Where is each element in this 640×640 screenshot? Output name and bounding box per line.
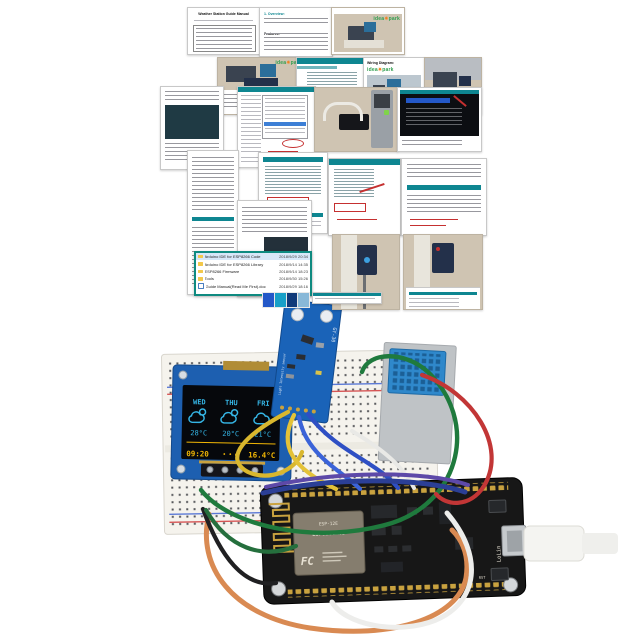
nodemcu-esp8266-board: ESP-12E ESP8266MOD FC LoLin RST <box>259 477 528 605</box>
folder-icon <box>198 277 203 281</box>
file-row: ESP8266 Firmware 2018/9/14 18:23 <box>196 268 310 275</box>
jumper-wire-darkblue-top <box>260 478 468 496</box>
file-date: 2018/9/14 14:35 <box>279 261 308 267</box>
jumper-wire-orange <box>203 511 470 634</box>
wiring-heading: Wiring Diagram: <box>367 61 394 65</box>
file-row: Guide Manual(Read Me First).doc 2018/9/2… <box>196 283 310 290</box>
oled-top-connector <box>223 360 270 371</box>
sensor-in-photo <box>357 245 377 275</box>
result-photo-2 <box>403 234 483 310</box>
oled-temperature: 16.4°C <box>248 450 275 460</box>
red-annotation-arrow <box>453 95 467 107</box>
doc-page-left <box>160 86 224 170</box>
thumbnail-strip <box>262 292 310 308</box>
mounting-hole <box>503 577 519 593</box>
flash-button <box>488 499 507 513</box>
folder-icon <box>198 269 203 274</box>
assembly-photo-page: idea✷park <box>331 7 405 55</box>
file-name: Tools <box>204 276 214 282</box>
red-annotation-ellipse <box>282 139 304 148</box>
file-name: Arduino IDE for ESP8266 Code <box>204 254 261 260</box>
file-date: 2018/9/30 15:26 <box>279 276 308 282</box>
file-row: Tools 2018/9/30 15:26 <box>196 275 310 282</box>
spark-icon: ✷ <box>377 67 383 73</box>
file-date: 2018/9/29 20:34 <box>279 254 308 260</box>
oled-day-wed: WED <box>193 398 206 406</box>
oled-time: 09:20 <box>186 449 209 458</box>
file-explorer-list: Arduino IDE for ESP8266 Code 2018/9/29 2… <box>194 251 312 296</box>
file-date: 2018/9/29 18:16 <box>279 283 308 289</box>
ideaspark-logo: idea✷park <box>367 67 394 73</box>
fcc-logo: FC <box>300 555 314 568</box>
smd-component <box>370 504 398 519</box>
jumper-wire-white-loop <box>329 510 474 630</box>
oled-pin-connector <box>200 463 264 478</box>
file-row: Arduino IDE for ESP8266 Code 2018/9/29 2… <box>196 253 310 261</box>
folder-icon <box>198 254 203 259</box>
jumper-wire-black <box>200 506 279 586</box>
result-photo-1 <box>332 234 400 310</box>
oled-page-dots: • • o <box>223 452 238 458</box>
dht-sensor-module <box>377 341 457 465</box>
file-name: Arduino IDE for ESP8266 Library <box>204 261 264 267</box>
spark-icon: ✷ <box>286 60 291 66</box>
flasher-tool-screenshot <box>397 87 482 152</box>
jumper-wire-yellow-loop <box>235 409 305 478</box>
ideaspark-logo: idea✷park <box>373 16 400 22</box>
manual-collage: Weather Station Guide Manual 1. Overview… <box>0 0 640 312</box>
jumper-wires <box>198 354 494 634</box>
manual-title: Weather Station Guide Manual <box>198 12 249 16</box>
oled-temp-wed: 28°C <box>190 429 207 437</box>
oled-module: WED THU FRI 28°C 20°C 21°C 09:20 • • o 1… <box>170 360 294 482</box>
manual-cover-page: Weather Station Guide Manual <box>187 7 260 55</box>
oled-temp-thu: 20°C <box>222 430 239 438</box>
ide-screenshot-4 <box>401 158 487 236</box>
pin-header-top <box>284 481 509 498</box>
power-bank <box>371 90 393 148</box>
ide-screenshot-3 <box>328 158 401 236</box>
file-name: ESP8266 Firmware <box>204 268 240 274</box>
overview-heading: 1. Overview: <box>264 12 285 16</box>
highlighted-menu-item <box>264 122 306 126</box>
mounting-hole <box>319 309 333 323</box>
usb-cable-in-photo <box>323 102 363 121</box>
gy30-light-sensor-module: GY-30 Light Intensity sensor <box>270 298 343 424</box>
screenshot-strip <box>312 292 382 304</box>
mounting-hole <box>178 370 188 380</box>
reset-button <box>490 567 509 581</box>
oled-day-fri: FRI <box>257 400 270 408</box>
mounting-hole <box>176 464 186 474</box>
esp12e-label: ESP-12E <box>319 521 338 528</box>
gy30-side-label: Light Intensity sensor <box>278 353 287 395</box>
folder-icon <box>198 262 203 266</box>
esp12-shield <box>292 510 366 576</box>
oled-temp-fri: 21°C <box>254 431 271 439</box>
gy30-label: GY-30 <box>329 327 337 343</box>
spark-icon: ✷ <box>384 16 389 22</box>
file-name: Guide Manual(Read Me First).doc <box>205 283 266 289</box>
usb-cable <box>523 525 618 562</box>
file-date: 2018/9/14 18:23 <box>279 268 308 274</box>
smd-led <box>315 370 322 376</box>
file-row: Arduino IDE for ESP8266 Library 2018/9/1… <box>196 260 310 267</box>
oled-day-thu: THU <box>225 399 238 407</box>
mounting-hole <box>271 581 287 597</box>
mounting-hole <box>268 493 284 509</box>
doc-file-icon <box>198 283 204 290</box>
rst-label: RST <box>479 576 486 580</box>
pin-header-bottom <box>287 581 512 598</box>
jumper-wire-red <box>419 372 494 505</box>
overview-page: 1. Overview: Features: <box>259 7 333 57</box>
mounting-hole <box>290 308 304 322</box>
jumper-wire-purple-top <box>264 472 470 489</box>
jumper-wire-green-short <box>203 507 299 554</box>
usb-connection-photo <box>314 87 398 152</box>
lolin-brand-label: LoLin <box>496 546 503 563</box>
sensor-in-photo <box>432 243 454 273</box>
